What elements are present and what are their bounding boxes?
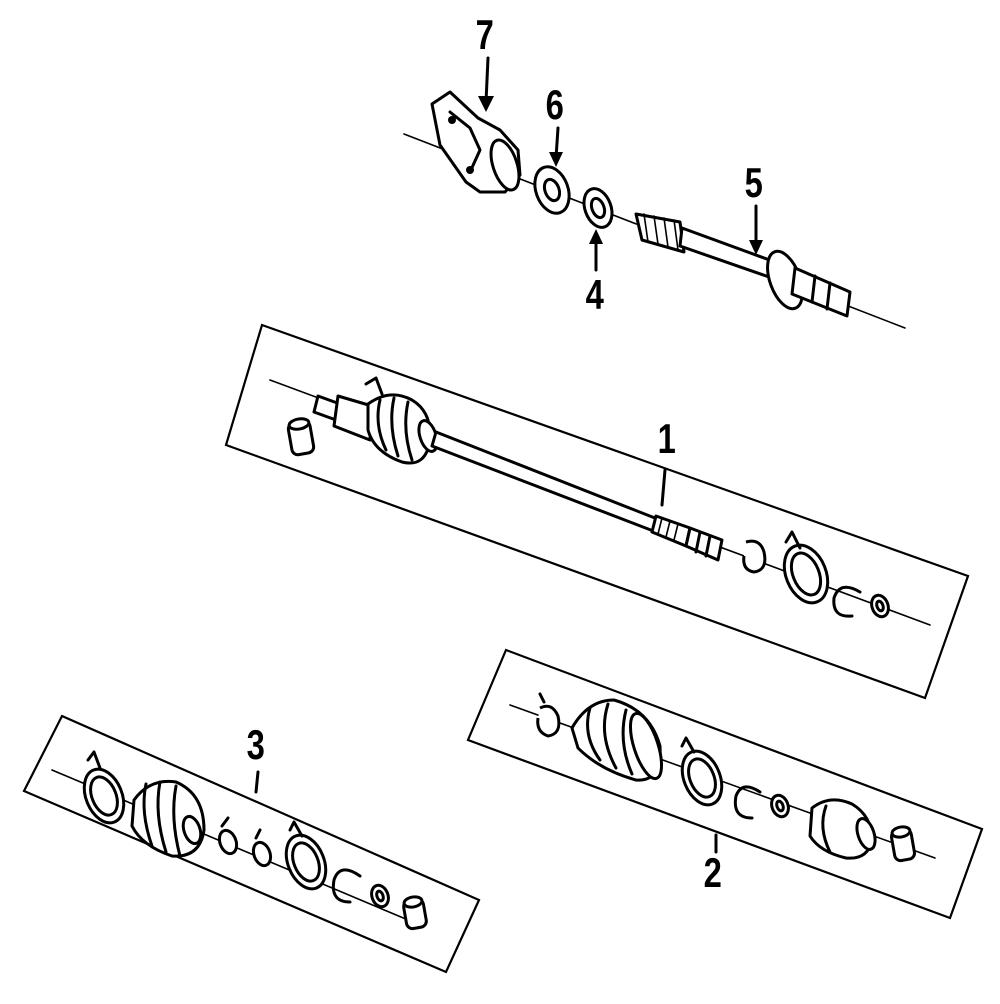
band-b-panel-3	[284, 820, 328, 891]
panel-1-frame	[224, 323, 970, 700]
inner-joint-panel-2	[808, 798, 877, 860]
callout-label-3: 3	[246, 721, 265, 768]
boot-band	[782, 530, 830, 605]
clip-panel-2	[536, 692, 561, 738]
callout-leader-1	[660, 468, 667, 507]
clip-panel-3	[217, 816, 239, 856]
band-panel-3	[82, 750, 126, 825]
circlip	[832, 585, 862, 618]
circlip-panel-3	[331, 868, 362, 904]
axle-assembly-panel-1	[224, 323, 970, 700]
boot-panel-3	[130, 779, 206, 858]
callout-label-7: 7	[475, 11, 494, 58]
band-panel-2	[680, 736, 724, 807]
stub-cap	[286, 417, 316, 457]
bearing-bracket-part-7	[430, 90, 522, 194]
outer-cv-joint	[312, 376, 439, 465]
clip-b-panel-3	[251, 828, 273, 868]
axle-shaft	[430, 430, 662, 534]
ring-panel-2	[770, 793, 790, 819]
callout-label-2: 2	[703, 849, 722, 896]
panel-2-frame	[466, 648, 984, 920]
circlip-panel-2	[733, 785, 762, 820]
callout-arrows-top	[478, 56, 763, 272]
stub-cap-panel-3	[402, 895, 428, 931]
callout-leader-3	[254, 770, 260, 794]
snap-ring-part-4	[582, 187, 614, 229]
callout-label-4: 4	[585, 271, 604, 318]
ring-panel-3	[370, 883, 390, 909]
outer-joint-kit-panel-3	[22, 714, 481, 974]
intermediate-shaft-part-5	[634, 212, 852, 318]
bearing-part-6	[533, 165, 571, 215]
panel-3-frame	[22, 714, 481, 974]
retaining-nut	[870, 593, 890, 619]
callout-label-5: 5	[744, 159, 763, 206]
inner-joint-kit-panel-2	[466, 648, 984, 920]
callout-label-1: 1	[657, 415, 676, 462]
splined-end	[650, 514, 724, 562]
intermediate-shaft-assembly	[403, 56, 906, 329]
callout-label-6: 6	[545, 81, 564, 128]
boot-clip-small	[742, 539, 767, 574]
boot-panel-2	[570, 698, 664, 782]
stub-cap-panel-2	[889, 825, 917, 863]
